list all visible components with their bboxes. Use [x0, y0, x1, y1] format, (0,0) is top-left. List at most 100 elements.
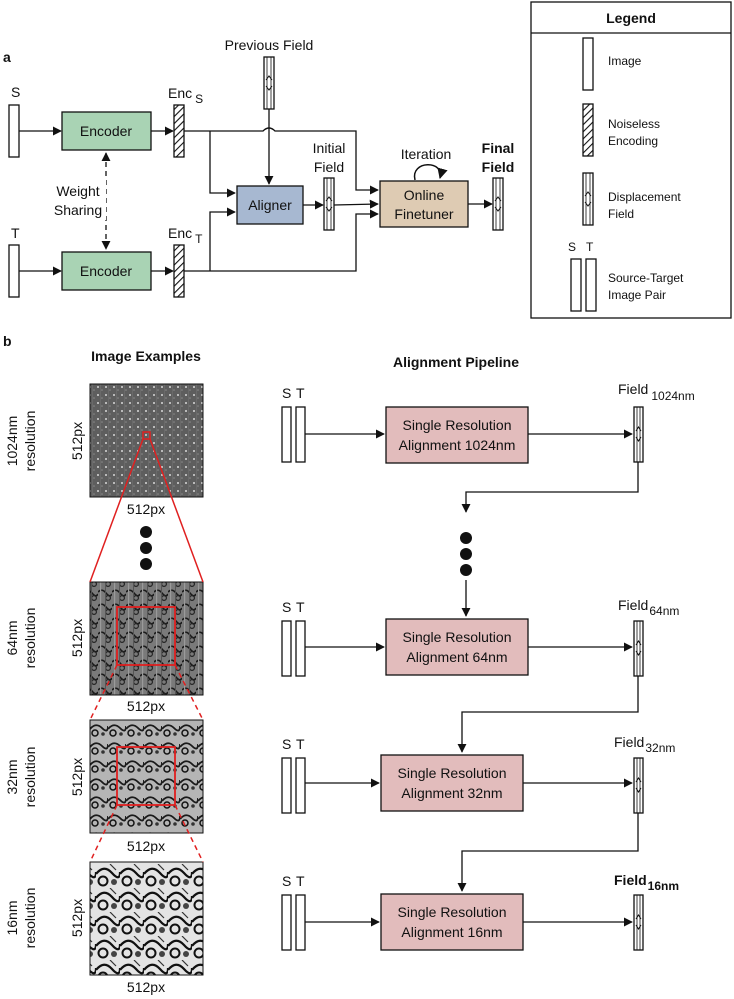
legend-item-encoding-line2: Encoding	[608, 134, 658, 148]
finetuner-line1: Online	[404, 187, 445, 203]
aligner-box	[236, 185, 304, 225]
ellipsis-dot	[460, 548, 472, 560]
ellipsis-dot	[460, 564, 472, 576]
finetuner-line2: Finetuner	[394, 206, 453, 222]
zoom-box-32nm	[116, 746, 176, 806]
ellipsis-dot	[140, 542, 152, 554]
px-label-bottom: 512px	[127, 838, 165, 854]
stage-line1: Single Resolution	[403, 417, 512, 433]
em-image-64nm	[89, 581, 204, 696]
stage-line1: Single Resolution	[403, 629, 512, 645]
stage-line2: Alignment 32nm	[401, 785, 502, 801]
previous-field-label: Previous Field	[225, 37, 314, 53]
px-label-bottom: 512px	[127, 698, 165, 714]
legend-item-displacement-line1: Displacement	[608, 190, 681, 204]
field-to-next-stage-line	[457, 813, 639, 892]
pipeline-t-label: T	[296, 873, 305, 889]
iteration-label: Iteration	[401, 146, 452, 162]
px-label-side: 512px	[69, 422, 85, 460]
encoder-bottom-label: Encoder	[80, 263, 132, 279]
stage-box-32nm	[380, 754, 524, 812]
aligner-label: Aligner	[248, 197, 292, 213]
pipeline-target-image	[295, 757, 306, 814]
resolution-label-line2: resolution	[22, 608, 38, 669]
px-label-side: 512px	[69, 619, 85, 657]
legend-item-displacement-line2: Field	[608, 207, 634, 221]
pipeline-s-label: S	[282, 385, 291, 401]
field-icon-16nm	[633, 894, 644, 951]
ellipsis-dot	[460, 532, 472, 544]
stage-box-1024nm	[385, 406, 529, 464]
final-field-line2: Field	[482, 159, 515, 175]
pipeline-target-image	[295, 894, 306, 951]
legend-pair-t: T	[586, 240, 594, 254]
resolution-label-line2: resolution	[22, 888, 38, 949]
stage-box-64nm	[385, 618, 529, 676]
legend-box	[530, 1, 732, 319]
legend-image-icon	[582, 37, 594, 91]
pipeline-s-label: S	[282, 873, 291, 889]
finetuner-box	[379, 180, 469, 228]
px-label-bottom: 512px	[127, 979, 165, 995]
legend-item-encoding-line1: Noiseless	[608, 117, 660, 131]
final-field-line1: Final	[482, 140, 515, 156]
px-label-side: 512px	[69, 758, 85, 796]
pipeline-target-image	[295, 406, 306, 463]
zoom-box-64nm	[116, 606, 176, 666]
panel-b-letter: b	[3, 333, 12, 349]
pipeline-source-image	[281, 620, 292, 677]
px-label-bottom: 512px	[127, 501, 165, 517]
ellipsis-dot	[140, 526, 152, 538]
initial-field-to-finetuner-arrow	[333, 199, 379, 209]
initial-field-line1: Initial	[313, 140, 346, 156]
stage-line2: Alignment 16nm	[401, 924, 502, 940]
resolution-label-line1: 32nm	[4, 759, 20, 794]
resolution-label-line2: resolution	[22, 411, 38, 472]
pipeline-t-label: T	[296, 599, 305, 615]
field-label: Field64nm	[618, 597, 679, 618]
image-examples-title: Image Examples	[91, 348, 201, 364]
legend-title: Legend	[606, 10, 656, 26]
legend-item-pair-line2: Image Pair	[608, 288, 666, 302]
resolution-label-line1: 1024nm	[4, 416, 20, 467]
source-label: S	[11, 84, 20, 100]
legend-pair-t-icon	[585, 258, 597, 312]
pipeline-s-label: S	[282, 736, 291, 752]
enc-t-to-aligner-line-2	[209, 207, 236, 271]
encoder-bottom	[61, 251, 152, 291]
zoom-box-1024nm	[142, 431, 151, 440]
final-field-icon	[492, 177, 504, 231]
previous-field-icon	[263, 56, 275, 110]
legend-item-pair-line1: Source-Target	[608, 271, 684, 285]
iteration-loop-arrow	[413, 164, 448, 181]
target-image	[8, 244, 20, 298]
legend-pair-s-icon	[570, 258, 582, 312]
field-to-next-stage-line	[457, 676, 639, 753]
field-icon-64nm	[633, 620, 644, 677]
weight-sharing-line2: Sharing	[54, 202, 102, 218]
pipeline-source-image	[281, 406, 292, 463]
weight-sharing-line1: Weight	[56, 183, 99, 199]
panel-a-letter: a	[3, 49, 11, 65]
stage-line2: Alignment 1024nm	[399, 437, 516, 453]
field-icon-1024nm	[633, 406, 644, 463]
resolution-label-line1: 16nm	[4, 900, 20, 935]
pipeline-target-image	[295, 620, 306, 677]
enc-t-encoding	[173, 244, 185, 298]
legend-displacement-icon	[582, 172, 594, 226]
pipeline-source-image	[281, 757, 292, 814]
field-label: Field32nm	[614, 734, 675, 755]
stage-line1: Single Resolution	[398, 904, 507, 920]
field-to-next-stage-line	[461, 462, 639, 513]
ellipsis-dot	[140, 558, 152, 570]
field-icon-32nm	[633, 757, 644, 814]
resolution-label-line1: 64nm	[4, 620, 20, 655]
pipeline-source-image	[281, 894, 292, 951]
enc-s-to-aligner-line	[209, 131, 236, 198]
stage-line2: Alignment 64nm	[406, 649, 507, 665]
pipeline-s-label: S	[282, 599, 291, 615]
enc-s-to-finetuner-line	[184, 127, 379, 195]
